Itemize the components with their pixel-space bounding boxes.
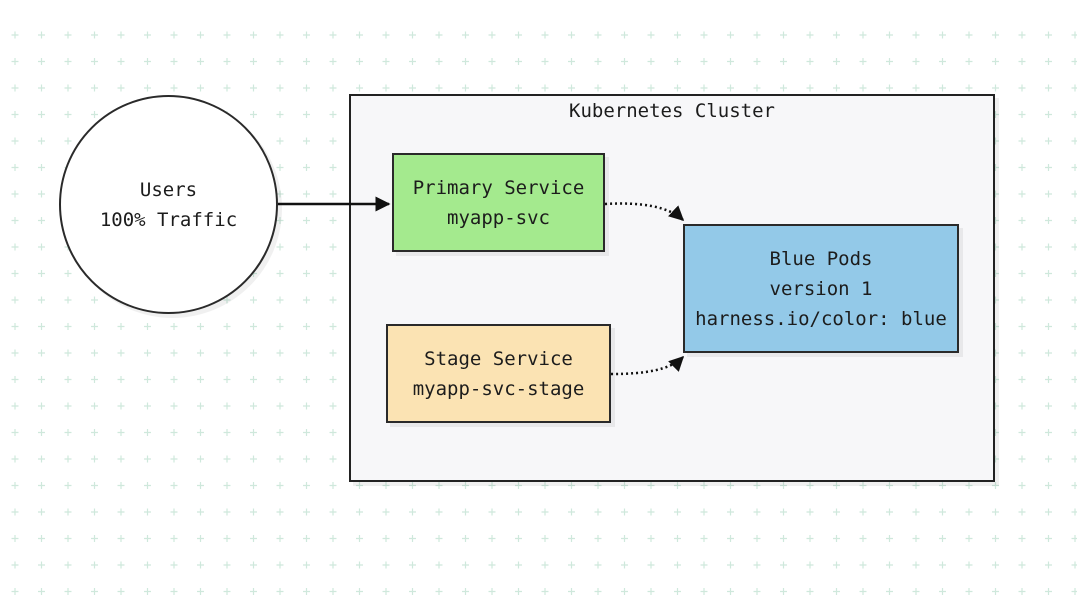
users-label: Users xyxy=(139,178,198,201)
primary-service-title: Primary Service xyxy=(412,176,585,199)
stage-service-name: myapp-svc-stage xyxy=(412,377,585,400)
blue-pods-node[interactable]: Blue Pods version 1 harness.io/color: bl… xyxy=(683,224,959,353)
blue-pods-label: harness.io/color: blue xyxy=(695,307,947,330)
stage-service-title: Stage Service xyxy=(424,347,573,370)
users-traffic-label: 100% Traffic xyxy=(99,208,238,231)
blue-pods-version: version 1 xyxy=(769,277,873,300)
primary-service-node[interactable]: Primary Service myapp-svc xyxy=(392,153,605,252)
blue-pods-title: Blue Pods xyxy=(769,247,873,270)
users-node[interactable]: Users 100% Traffic xyxy=(59,95,278,314)
primary-service-name: myapp-svc xyxy=(447,206,550,229)
cluster-title: Kubernetes Cluster xyxy=(569,100,775,122)
stage-service-node[interactable]: Stage Service myapp-svc-stage xyxy=(386,324,611,423)
